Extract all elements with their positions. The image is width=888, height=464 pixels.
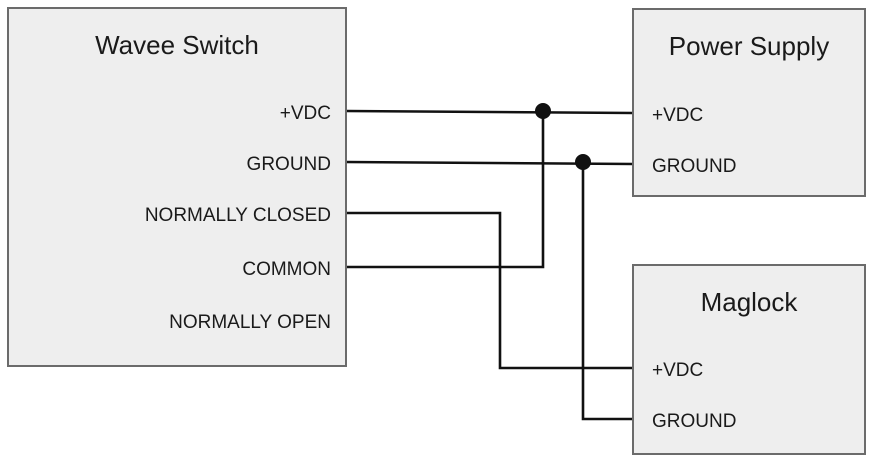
device-title-power-supply: Power Supply [668, 31, 830, 61]
port-label-maglock-ground: GROUND [652, 411, 737, 432]
ground-junction-dot [575, 154, 591, 170]
device-box-power-supply[interactable]: Power Supply +VDC GROUND [632, 8, 866, 197]
port-label-power-supply-ground: GROUND [652, 156, 737, 177]
wire-nc-to-maglock-vdc [345, 211, 634, 370]
vdc-junction-dot [535, 103, 551, 119]
device-title-wavee-switch: Wavee Switch [95, 30, 259, 60]
port-label-wavee-common: COMMON [242, 259, 331, 280]
wire-common-to-vdc-junction [345, 109, 545, 269]
port-label-power-supply-vdc: +VDC [652, 105, 704, 126]
wire-ground-junction-to-maglock-ground [581, 160, 634, 421]
port-label-wavee-normally-closed: NORMALLY CLOSED [144, 205, 331, 226]
port-label-wavee-ground: GROUND [246, 154, 331, 175]
device-title-maglock: Maglock [700, 287, 798, 317]
wire-vdc-switch-to-supply [345, 109, 634, 115]
port-label-wavee-normally-open: NORMALLY OPEN [169, 312, 331, 333]
device-box-maglock[interactable]: Maglock +VDC GROUND [632, 264, 866, 455]
device-box-wavee-switch[interactable]: Wavee Switch +VDC GROUND NORMALLY CLOSED… [7, 7, 347, 367]
port-label-wavee-vdc: +VDC [279, 103, 331, 124]
port-label-maglock-vdc: +VDC [652, 360, 704, 381]
junctions-group [535, 103, 591, 170]
